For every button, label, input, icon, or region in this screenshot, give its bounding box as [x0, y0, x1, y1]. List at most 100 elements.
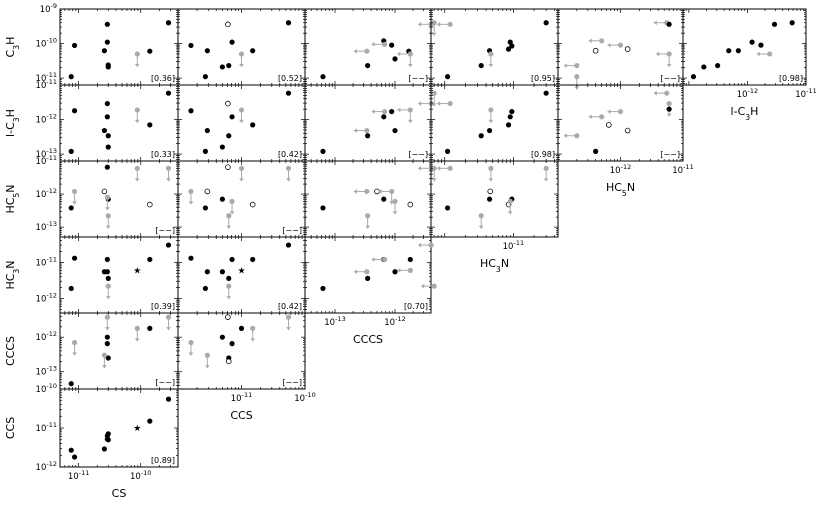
- upper-limit-point: [285, 314, 292, 331]
- upper-limit-point: [250, 325, 256, 342]
- data-point-open: [487, 188, 494, 195]
- panel-lc3h-vs-ccs: [0.42]: [177, 84, 306, 162]
- upper-limit-point: [134, 107, 140, 123]
- data-point: [509, 108, 515, 115]
- upper-limit-point: [437, 100, 453, 107]
- upper-limit-point: [507, 198, 513, 215]
- data-point: [104, 341, 110, 347]
- x-axis-label: CS: [112, 487, 127, 500]
- y-axis-label: HC5N: [4, 184, 21, 213]
- x-axis-label: HC3N: [480, 257, 509, 274]
- data-point: [226, 275, 232, 281]
- data-point: [666, 21, 672, 27]
- upper-limit-point: [588, 38, 605, 44]
- x-axis-label: l-C3H: [731, 105, 759, 122]
- x-axis-label: CCCS: [353, 333, 383, 346]
- data-point: [104, 100, 110, 107]
- data-point: [165, 90, 172, 96]
- panel-hc3n-vs-ccs: [0.42]★: [177, 236, 306, 314]
- data-point: [666, 106, 672, 112]
- correlation-label: [−−]: [155, 226, 175, 235]
- upper-limit-point: [397, 107, 413, 123]
- data-point: [285, 20, 292, 26]
- tick-marks: [431, 160, 558, 237]
- data-point: [250, 256, 256, 263]
- y-axis-label: CCCS: [4, 336, 17, 366]
- upper-limit-point: [392, 198, 398, 215]
- x-tick-label: 10-10: [130, 469, 151, 482]
- data-point: [701, 64, 707, 70]
- data-point-star: ★: [133, 266, 141, 276]
- x-tick-label: 10-11: [231, 391, 252, 404]
- tick-marks: [177, 312, 306, 389]
- upper-limit-point: [607, 108, 624, 115]
- correlation-label: [0.52]: [278, 74, 302, 83]
- data-point: [320, 285, 326, 292]
- y-axis-label: l-C3H: [4, 109, 21, 137]
- upper-limit-point: [488, 165, 494, 182]
- data-point: [105, 275, 111, 281]
- data-point: [101, 48, 108, 54]
- upper-limit-point: [437, 21, 453, 27]
- y-tick-label: 10-12: [36, 113, 57, 126]
- data-point: [392, 127, 398, 134]
- upper-limit-point: [105, 283, 111, 300]
- upper-limit-point: [238, 51, 245, 67]
- correlation-label: [−−]: [660, 150, 680, 159]
- y-tick-label: 10-11: [36, 421, 57, 434]
- data-point: [105, 437, 111, 443]
- upper-limit-point: [134, 165, 140, 182]
- data-point: [543, 90, 549, 96]
- data-point: [188, 42, 194, 49]
- upper-limit-point: [71, 339, 78, 356]
- correlation-label: [−−]: [660, 74, 680, 83]
- data-point: [238, 325, 245, 331]
- data-point: [250, 122, 256, 128]
- upper-limit-point: [238, 107, 245, 123]
- correlation-label: [−−]: [282, 226, 302, 235]
- upper-limit-point: [238, 165, 245, 182]
- data-point: [365, 133, 371, 139]
- y-tick-label: 10-12: [36, 460, 57, 473]
- data-point: [543, 20, 549, 26]
- upper-limit-point: [104, 194, 110, 211]
- data-point: [68, 148, 74, 154]
- y-tick-label: 10-12: [36, 187, 57, 200]
- data-point: [104, 256, 110, 263]
- upper-limit-point: [165, 314, 172, 331]
- upper-limit-point: [418, 242, 434, 248]
- data-point: [68, 205, 74, 211]
- data-point: [202, 74, 208, 80]
- x-tick-label: 10-11: [503, 239, 524, 252]
- correlation-label: [−−]: [408, 74, 428, 83]
- upper-limit-point: [165, 165, 172, 182]
- x-tick-label: 10-12: [737, 87, 758, 100]
- data-point: [147, 48, 153, 54]
- x-tick-label: 10-11: [795, 87, 816, 100]
- data-point: [68, 74, 74, 80]
- upper-limit-point: [365, 213, 371, 229]
- correlation-label: [0.98]: [531, 150, 555, 159]
- tick-marks: [60, 160, 178, 237]
- x-tick-label: 10-12: [384, 315, 405, 328]
- data-point-open: [225, 358, 232, 365]
- data-point: [229, 341, 235, 347]
- x-axis-label: HC5N: [606, 181, 635, 198]
- panel-hc5n-vs-cccs: [304, 160, 437, 238]
- data-point: [71, 42, 78, 49]
- upper-limit-point: [437, 165, 453, 171]
- data-point: [219, 64, 225, 70]
- upper-limit-point: [353, 127, 370, 134]
- y-axis-label: HC3N: [4, 260, 21, 289]
- correlation-label: [−−]: [282, 378, 302, 387]
- data-point-open: [225, 21, 231, 28]
- upper-limit-point: [543, 165, 549, 182]
- data-point-open: [225, 314, 231, 320]
- data-point: [147, 418, 153, 424]
- upper-limit-point: [104, 314, 110, 331]
- data-point: [389, 108, 395, 115]
